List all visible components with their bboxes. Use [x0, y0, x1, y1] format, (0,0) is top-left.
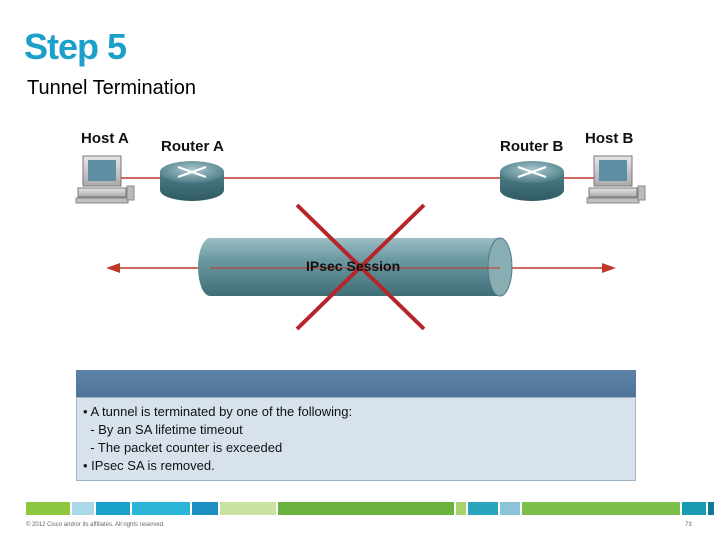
info-line: • A tunnel is terminated by one of the f…	[83, 404, 353, 419]
terminated-cross-icon	[295, 203, 426, 331]
slide-title: Step 5	[24, 26, 127, 67]
host-a-label: Host A	[81, 130, 129, 147]
info-box: • A tunnel is terminated by one of the f…	[76, 370, 636, 481]
host-b-pc-icon	[586, 155, 646, 204]
ipsec-tunnel	[198, 237, 513, 297]
page-number: 73	[685, 522, 692, 528]
router-a-icon	[160, 161, 224, 201]
info-line: - The packet counter is exceeded	[83, 440, 283, 455]
info-box-body: • A tunnel is terminated by one of the f…	[76, 397, 636, 481]
info-line: • IPsec SA is removed.	[83, 458, 215, 473]
router-b-label: Router B	[500, 138, 564, 155]
host-b-label: Host B	[585, 130, 634, 147]
router-a-label: Router A	[161, 138, 224, 155]
tunnel-label: IPsec Session	[306, 258, 401, 274]
footer-color-bar	[26, 502, 714, 515]
router-b-icon	[500, 161, 564, 201]
slide-subtitle: Tunnel Termination	[27, 77, 196, 99]
copyright-text: © 2012 Cisco and/or its affiliates. All …	[26, 522, 165, 528]
info-line: - By an SA lifetime timeout	[83, 422, 243, 437]
host-a-pc-icon	[75, 155, 135, 204]
info-box-header	[76, 370, 636, 397]
